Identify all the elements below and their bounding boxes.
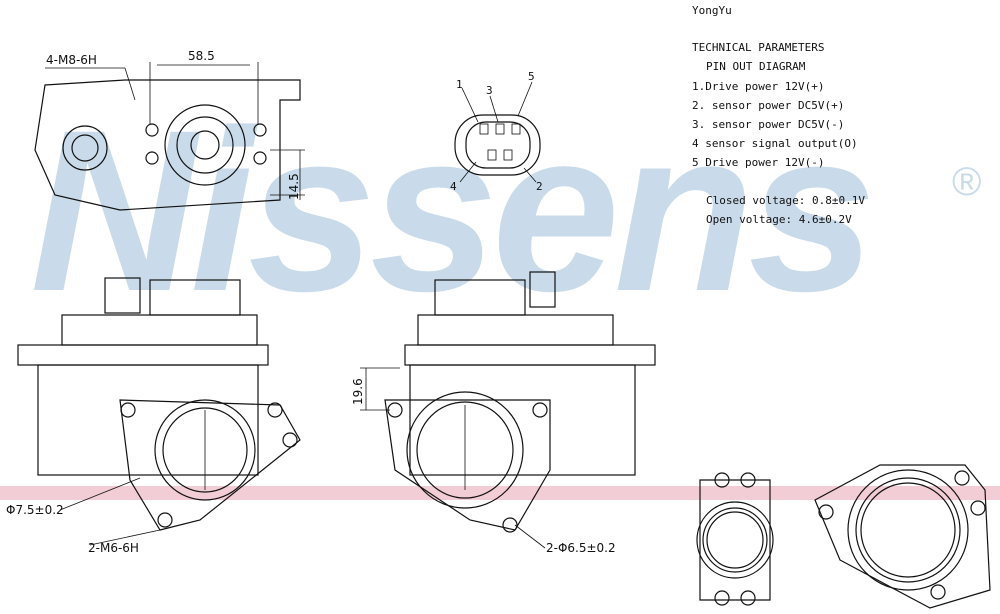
gasket-large-drawing [814, 464, 991, 609]
closed-voltage: Closed voltage: 0.8±0.1V [706, 194, 865, 207]
front-view-right-drawing [360, 271, 656, 549]
dim-holes-bottom: 2-Φ6.5±0.2 [546, 541, 616, 555]
gasket-small-drawing [696, 472, 774, 606]
pin-2-description: 2. sensor power DC5V(+) [692, 99, 844, 112]
pin-5-description: 5 Drive power 12V(-) [692, 156, 824, 169]
dim-top-thread: 4-M8-6H [46, 53, 97, 67]
dim-top-width: 58.5 [188, 49, 215, 63]
registered-mark: ® [952, 160, 981, 204]
pinout-subtitle: PIN OUT DIAGRAM [706, 60, 806, 73]
connector-pin-3: 3 [486, 84, 493, 97]
dim-side-height: 19.6 [351, 378, 365, 405]
open-voltage: Open voltage: 4.6±0.2V [706, 213, 852, 226]
dim-bore-left: Φ7.5±0.2 [6, 503, 64, 517]
dim-thread-bottom: 2-M6-6H [88, 541, 139, 555]
front-view-left-drawing [17, 277, 301, 546]
connector-pin-5: 5 [528, 70, 535, 83]
dim-top-height: 14.5 [287, 173, 301, 200]
pin-3-description: 3. sensor power DC5V(-) [692, 118, 844, 131]
connector-pin-4: 4 [450, 180, 457, 193]
manufacturer-label: YongYu [692, 4, 732, 17]
connector-pinout-drawing [454, 81, 541, 183]
connector-pin-2: 2 [536, 180, 543, 193]
parameters-title: TECHNICAL PARAMETERS [692, 41, 824, 54]
top-view-drawing [34, 62, 305, 211]
pink-stripe [0, 486, 1000, 500]
connector-pin-1: 1 [456, 78, 463, 91]
pin-1-description: 1.Drive power 12V(+) [692, 80, 824, 93]
pin-4-description: 4 sensor signal output(O) [692, 137, 858, 150]
